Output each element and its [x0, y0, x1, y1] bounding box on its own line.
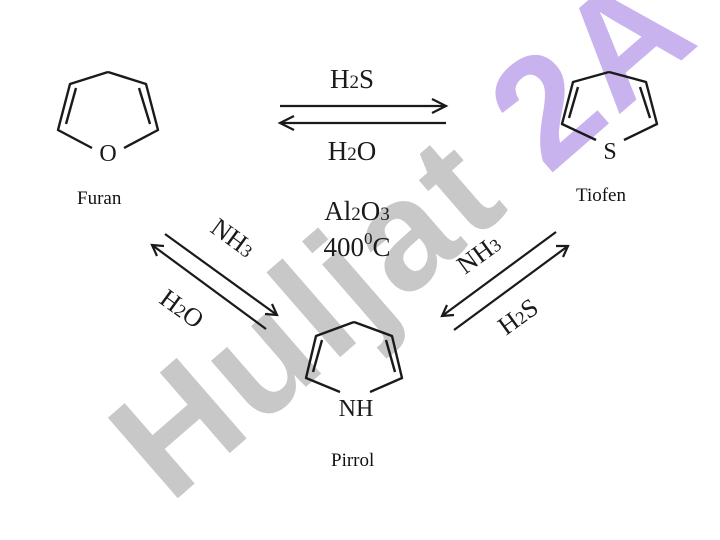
arrows-furan-pyrrole [150, 233, 279, 330]
pyrrole-caption: Pirrol [331, 450, 375, 471]
reagent-h2o-top: H2O [328, 136, 377, 166]
arrowhead-up-left-icon [150, 243, 165, 257]
thiophene-ring [560, 70, 659, 142]
arrowhead-down-left-icon [440, 304, 455, 318]
arrows-thiophene-pyrrole [440, 231, 570, 331]
pyrrole-ring [304, 320, 404, 394]
temperature-label: 4000C [323, 229, 390, 262]
furan-caption: Furan [77, 188, 122, 209]
watermark: Huljat 2A [78, 0, 720, 530]
reagent-h2s-right: H2S [492, 293, 543, 341]
arrowhead-up-right-icon [556, 244, 570, 258]
thiophene-caption: Tiofen [576, 185, 626, 206]
arrow-pyrrole-to-furan [151, 244, 267, 330]
arrow-furan-to-pyrrole [164, 233, 278, 316]
arrow-pyrrole-to-thiophene [453, 245, 569, 331]
arrowhead-left-icon [277, 115, 295, 131]
thiophene-heteroatom: S [603, 139, 616, 165]
furan-ring [56, 70, 160, 150]
reagent-h2s-top: H2S [330, 64, 374, 94]
watermark-text: Huljat 2A [78, 0, 720, 530]
arrows-furan-thiophene [277, 98, 449, 131]
arrowhead-down-right-icon [264, 303, 279, 317]
arrowhead-right-icon [431, 98, 449, 114]
arrow-thiophene-to-pyrrole [441, 231, 557, 317]
pyrrole-heteroatom: NH [339, 396, 374, 422]
furan-heteroatom: O [99, 141, 116, 167]
catalyst-label: Al2O3 [324, 196, 390, 226]
